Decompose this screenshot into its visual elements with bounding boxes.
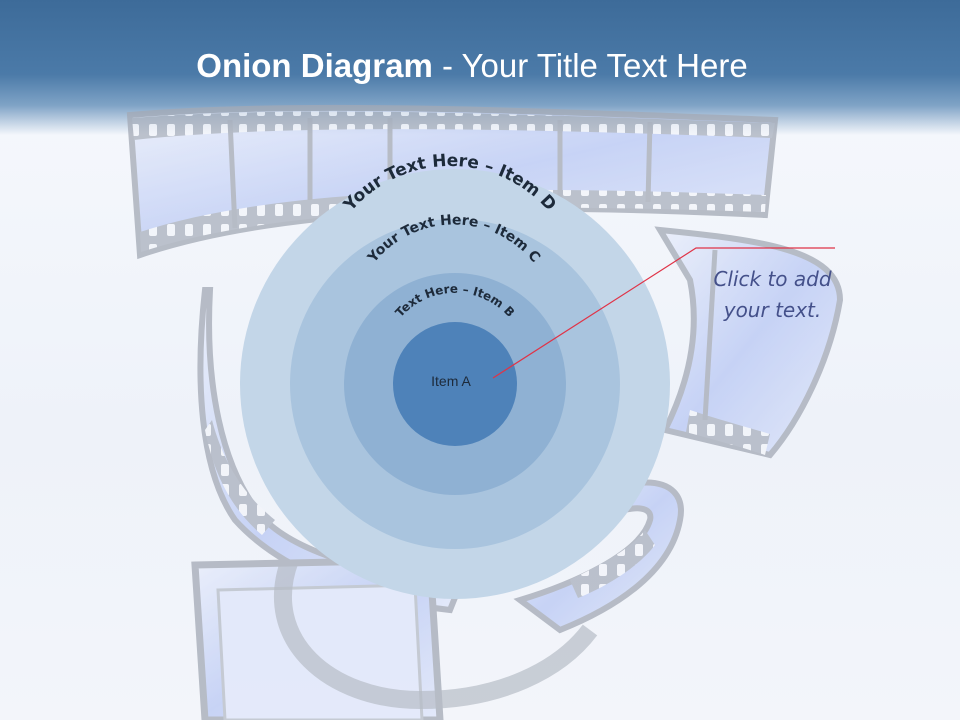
layer-a-core[interactable] [393, 322, 517, 446]
slide-title[interactable]: Onion Diagram - Your Title Text Here [0, 46, 944, 86]
callout-text[interactable]: Click to add your text. [713, 267, 832, 322]
title-rest-part: - Your Title Text Here [432, 47, 748, 84]
title-bold-part: Onion Diagram [196, 47, 433, 84]
callout-connector-line [492, 247, 835, 379]
layer-a-label: Item A [431, 373, 471, 389]
